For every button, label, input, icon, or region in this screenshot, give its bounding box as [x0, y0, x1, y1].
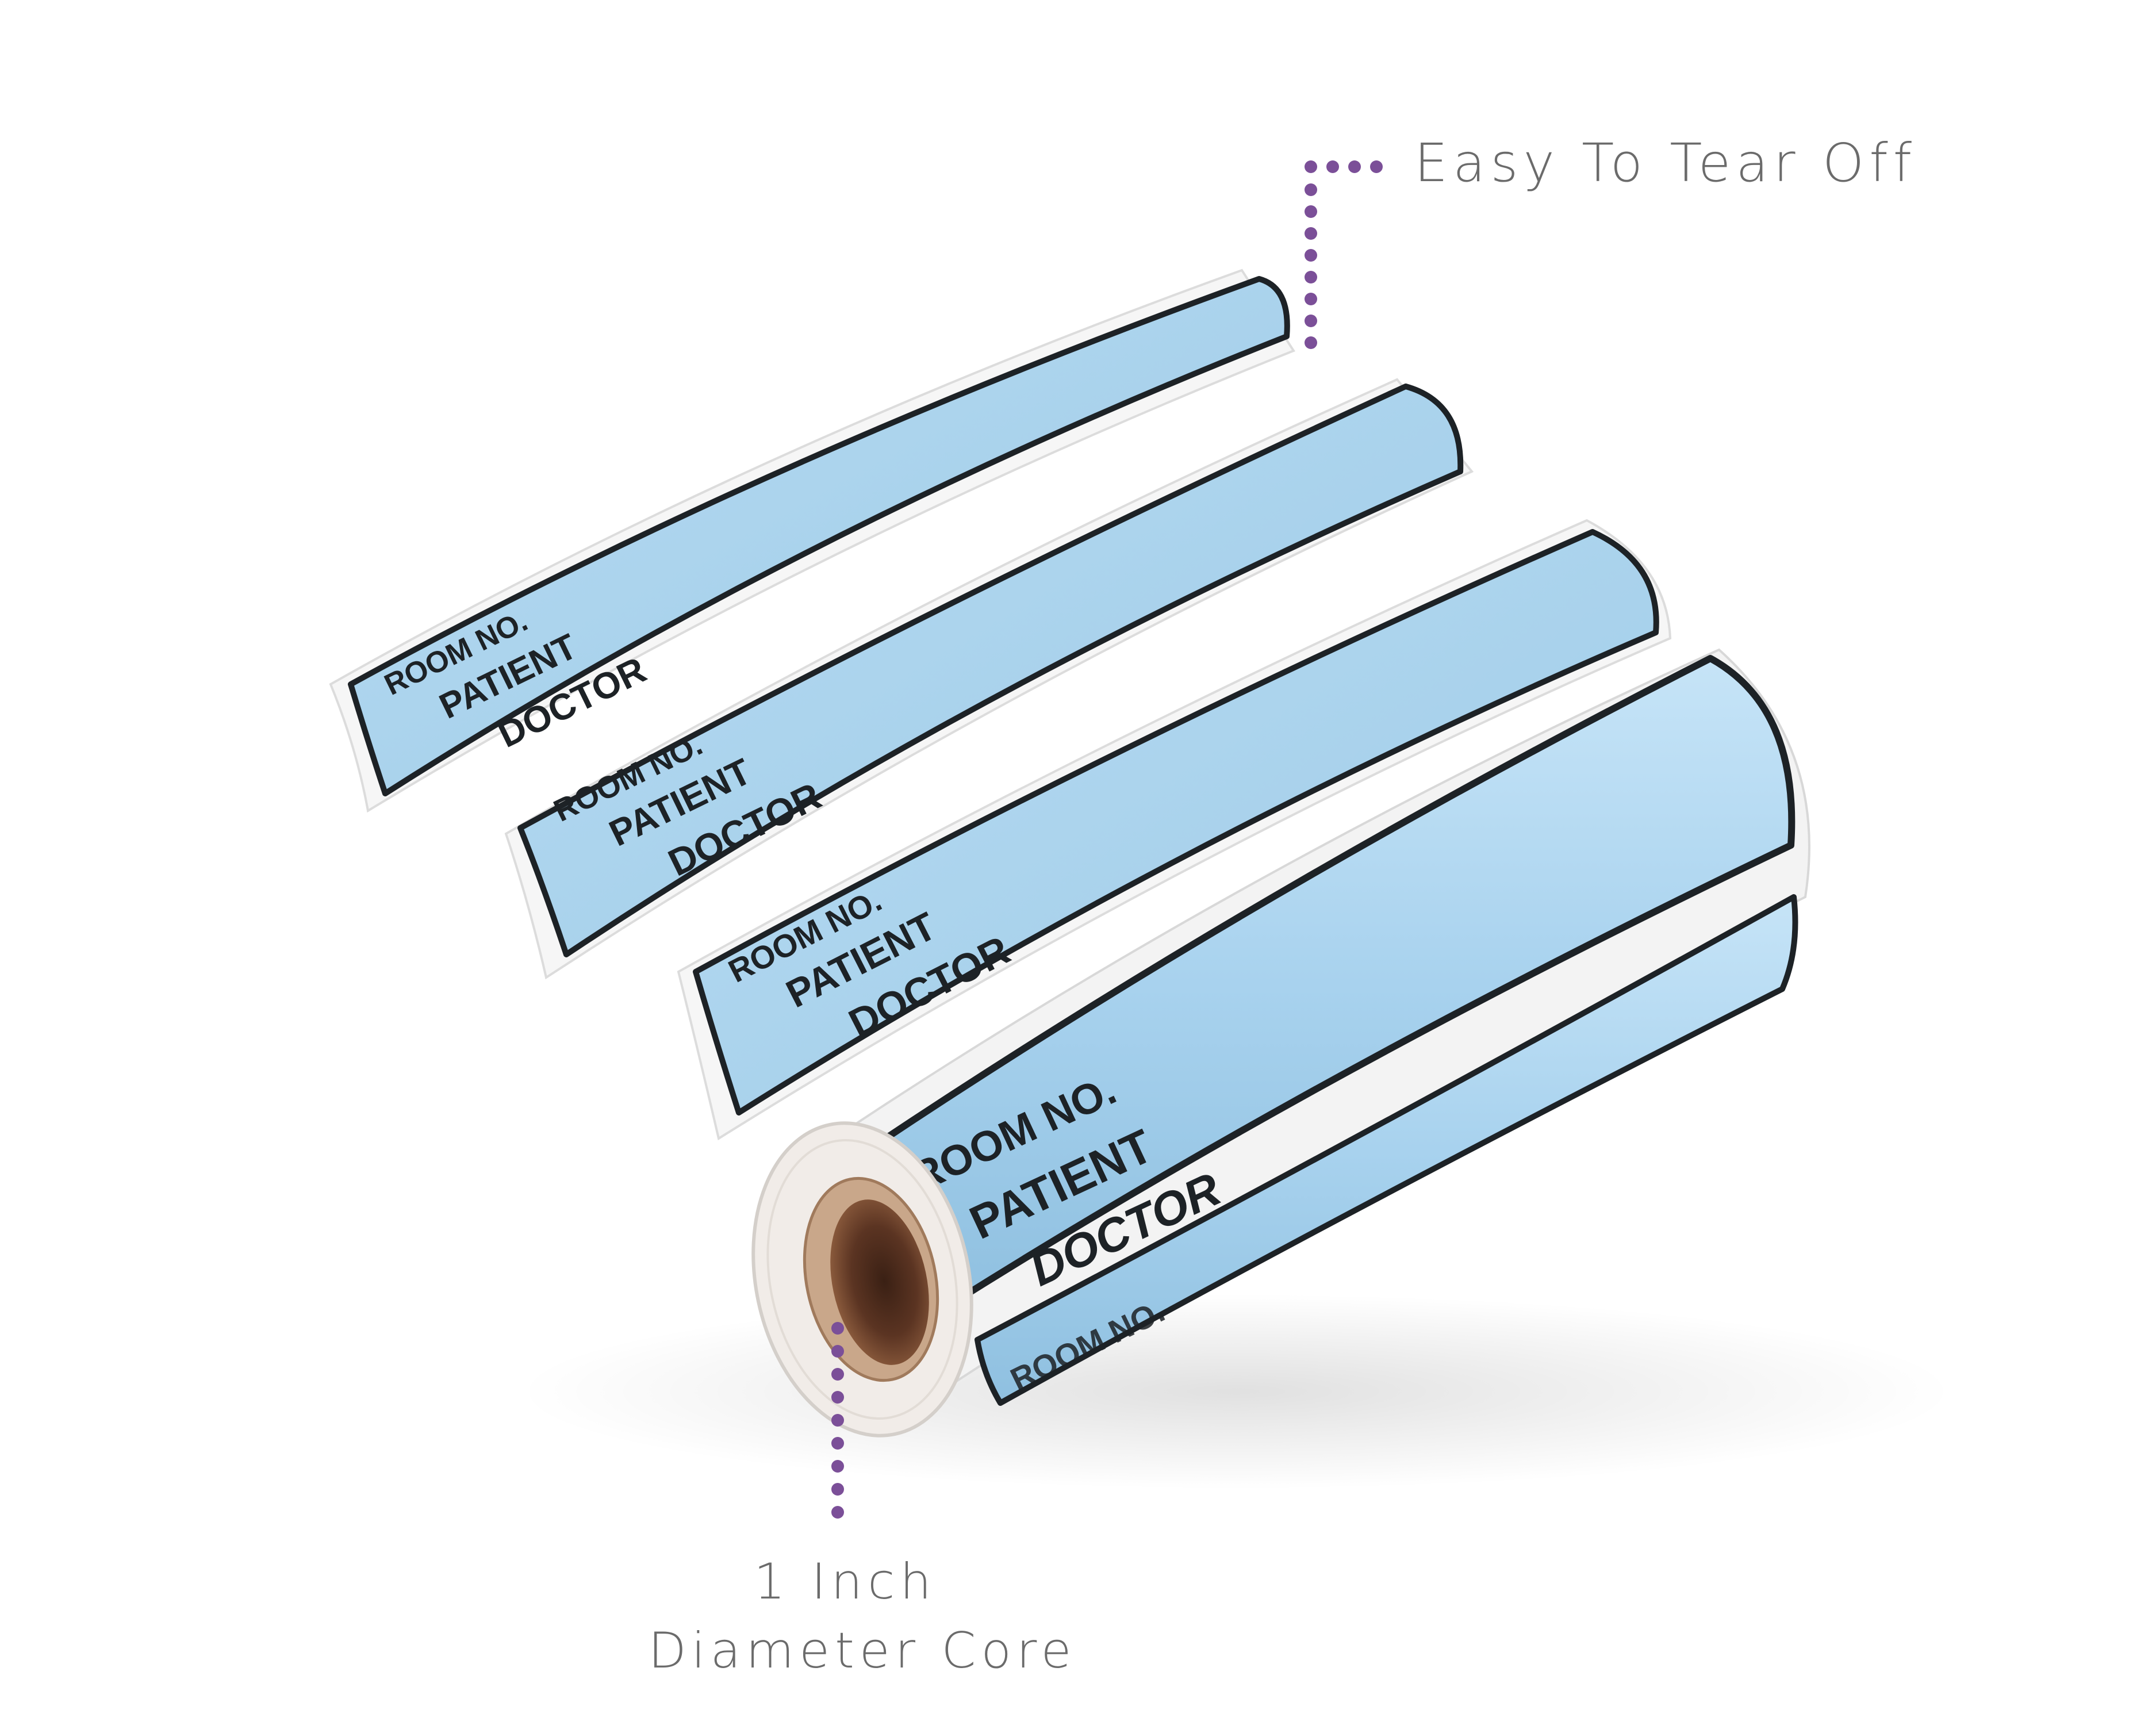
core-callout-line1: 1 Inch — [754, 1553, 937, 1611]
tear-off-pointer — [1305, 160, 1383, 349]
callout-dot — [831, 1437, 844, 1450]
floor-shadow — [517, 1294, 1955, 1489]
callout-dot — [1305, 227, 1317, 240]
core-hole — [830, 1199, 929, 1365]
callout-dot — [831, 1483, 844, 1496]
callout-dot — [1326, 160, 1339, 173]
callout-dot — [831, 1322, 844, 1335]
callout-dot — [831, 1368, 844, 1381]
callout-dot — [831, 1345, 844, 1358]
callout-dot — [831, 1414, 844, 1427]
callout-dot — [1305, 315, 1317, 327]
callout-dot — [1305, 160, 1317, 173]
core-callout-line2: Diameter Core — [648, 1622, 1077, 1680]
callout-dot — [1305, 205, 1317, 218]
core-pointer — [831, 1322, 844, 1519]
callout-dot — [1348, 160, 1361, 173]
callout-dot — [831, 1506, 844, 1519]
callout-dot — [1305, 183, 1317, 196]
callout-dot — [831, 1391, 844, 1404]
tear-off-callout: Easy To Tear Off — [1414, 132, 1917, 194]
label-roll: ROOM NO. PATIENT DOCTOR ROOM NO. — [751, 648, 1810, 1438]
callout-dot — [831, 1460, 844, 1473]
callout-dot — [1305, 249, 1317, 262]
callout-dot — [1305, 271, 1317, 283]
callout-dot — [1305, 336, 1317, 349]
callout-dot — [1305, 293, 1317, 305]
callout-dot — [1370, 160, 1383, 173]
